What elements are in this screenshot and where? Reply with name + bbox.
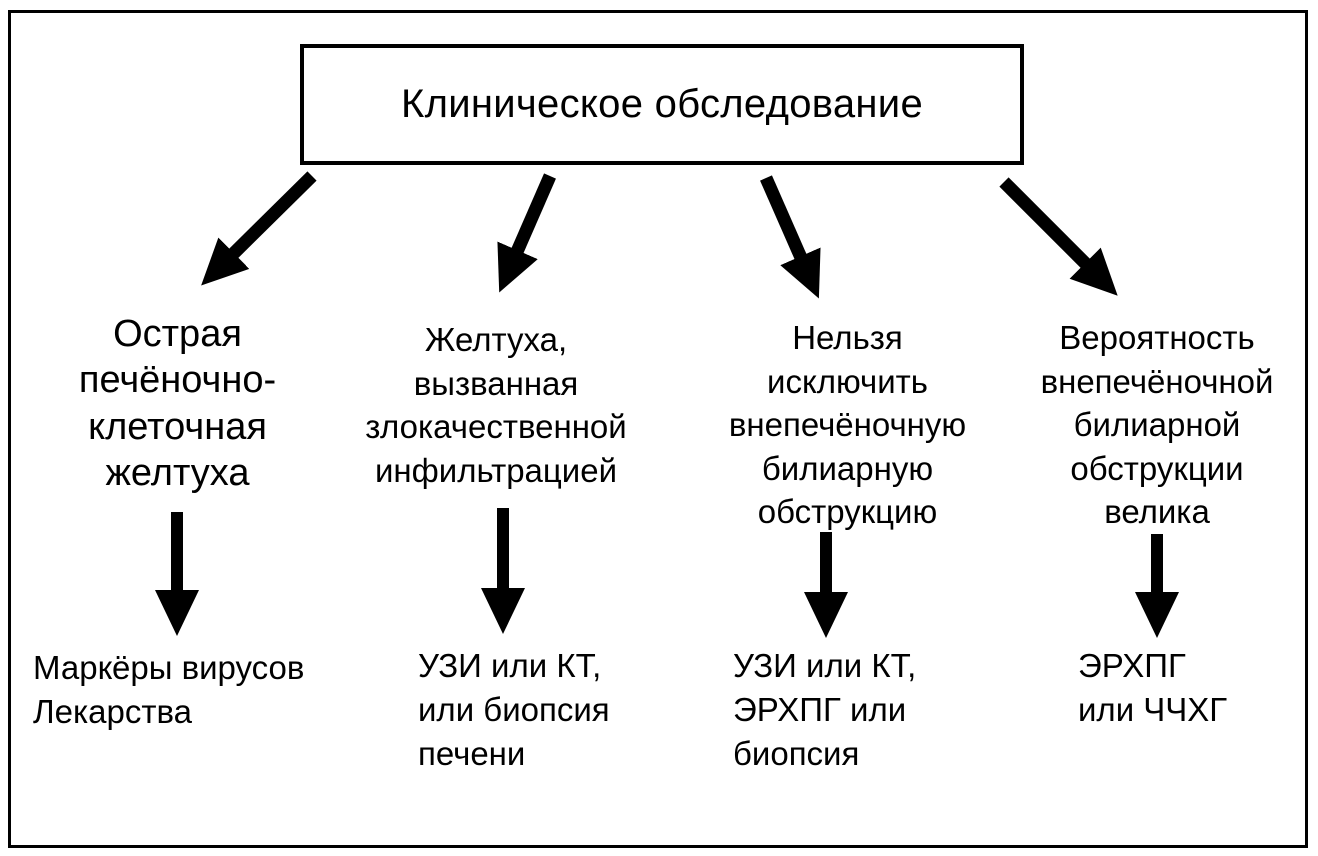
category-2-label: Желтуха, вызванная злокачественной инфил…: [365, 321, 627, 489]
category-3-label: Нельзя исключить внепечёночную билиарную…: [728, 319, 967, 531]
category-4-label: Вероятность внепечёночной билиарной обст…: [1040, 319, 1274, 531]
diagram-frame: [8, 10, 1308, 848]
action-4-label: ЭРХПГ или ЧЧХГ: [1078, 647, 1228, 728]
arrow-to-category-4: [999, 177, 1118, 296]
arrow-to-category-2: [497, 173, 556, 293]
action-2-label: УЗИ или КТ, или биопсия печени: [418, 647, 610, 772]
arrow-to-category-3: [760, 175, 821, 299]
arrow-to-category-1: [201, 171, 317, 286]
action-3-label: УЗИ или КТ, ЭРХПГ или биопсия: [733, 647, 917, 772]
root-node-label: Клиническое обследование: [401, 82, 923, 126]
category-1-label: Острая печёночно- клеточная желтуха: [78, 313, 277, 495]
root-node: Клиническое обследование: [300, 44, 1024, 165]
action-1-label: Маркёры вирусов Лекарства: [33, 649, 305, 730]
